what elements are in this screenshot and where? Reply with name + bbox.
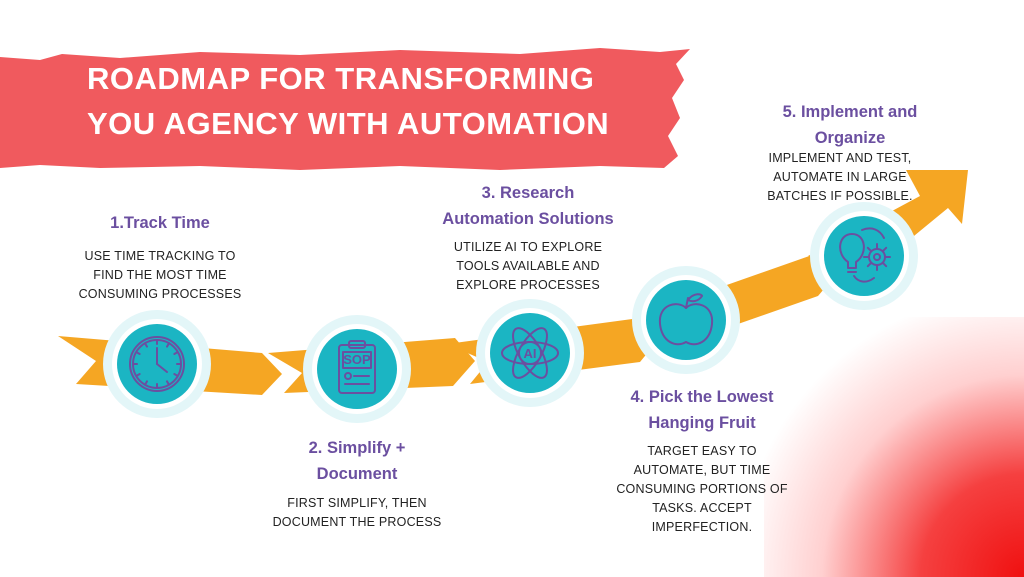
step-2-title: 2. Simplify + Document xyxy=(257,435,457,487)
step-4-desc-line: CONSUMING PORTIONS OF xyxy=(616,482,788,496)
step-2-node: SOP xyxy=(303,315,411,423)
step-2-desc-line: FIRST SIMPLIFY, THEN xyxy=(287,496,427,510)
step-3-title: 3. Research Automation Solutions xyxy=(418,180,638,232)
step-3-desc-line: UTILIZE AI TO EXPLORE xyxy=(453,240,603,254)
step-1-desc-line: FIND THE MOST TIME xyxy=(93,268,227,282)
step-3-desc-line: TOOLS AVAILABLE AND xyxy=(456,259,600,273)
page-title: ROADMAP FOR TRANSFORMING YOU AGENCY WITH… xyxy=(87,56,647,146)
title-line-1: ROADMAP FOR TRANSFORMING xyxy=(87,61,595,96)
step-4-description: TARGET EASY TO AUTOMATE, BUT TIME CONSUM… xyxy=(597,442,807,537)
step-5-desc-line: IMPLEMENT AND TEST, xyxy=(768,151,912,165)
step-4-title: 4. Pick the Lowest Hanging Fruit xyxy=(597,384,807,436)
step-2-title-line: Document xyxy=(316,465,398,483)
step-3-node: AI xyxy=(476,299,584,407)
step-5-title: 5. Implement and Organize xyxy=(750,99,950,151)
step-5-title-line: Organize xyxy=(814,129,886,147)
step-4-desc-line: TARGET EASY TO xyxy=(647,444,757,458)
step-1-title-line: 1.Track Time xyxy=(110,214,210,232)
step-1-desc-line: CONSUMING PROCESSES xyxy=(78,287,242,301)
corner-gradient xyxy=(764,317,1024,577)
ai-atom-icon: AI xyxy=(501,327,559,379)
clock-icon xyxy=(129,336,185,392)
ai-label: AI xyxy=(524,346,537,361)
step-1-description: USE TIME TRACKING TO FIND THE MOST TIME … xyxy=(60,247,260,304)
step-5-desc-line: AUTOMATE IN LARGE xyxy=(773,170,907,184)
title-banner xyxy=(0,48,690,170)
step-4-desc-line: IMPERFECTION. xyxy=(651,520,753,534)
step-1-node xyxy=(103,310,211,418)
sop-label: SOP xyxy=(343,352,371,367)
step-3-title-line: Automation Solutions xyxy=(442,210,614,228)
step-4-node xyxy=(632,266,740,374)
step-5-desc-line: BATCHES IF POSSIBLE. xyxy=(767,189,913,203)
step-2-desc-line: DOCUMENT THE PROCESS xyxy=(272,515,442,529)
step-5-description: IMPLEMENT AND TEST, AUTOMATE IN LARGE BA… xyxy=(740,149,940,206)
step-1-title: 1.Track Time xyxy=(60,210,260,236)
step-5-node xyxy=(810,202,918,310)
apple-icon xyxy=(658,293,714,346)
step-5-title-line: 5. Implement and xyxy=(782,103,918,121)
step-3-description: UTILIZE AI TO EXPLORE TOOLS AVAILABLE AN… xyxy=(418,238,638,295)
sop-document-icon: SOP xyxy=(338,340,376,394)
step-3-desc-line: EXPLORE PROCESSES xyxy=(456,278,600,292)
step-4-title-line: Hanging Fruit xyxy=(648,414,756,432)
lightbulb-gear-icon xyxy=(839,227,891,283)
step-2-title-line: 2. Simplify + xyxy=(308,439,406,457)
step-1-desc-line: USE TIME TRACKING TO xyxy=(84,249,236,263)
step-4-title-line: 4. Pick the Lowest xyxy=(630,388,774,406)
step-2-description: FIRST SIMPLIFY, THEN DOCUMENT THE PROCES… xyxy=(257,494,457,532)
step-3-title-line: 3. Research xyxy=(481,184,575,202)
step-4-desc-line: TASKS. ACCEPT xyxy=(652,501,752,515)
title-line-2: YOU AGENCY WITH AUTOMATION xyxy=(87,106,610,141)
node-circle xyxy=(646,280,726,360)
step-4-desc-line: AUTOMATE, BUT TIME xyxy=(633,463,771,477)
